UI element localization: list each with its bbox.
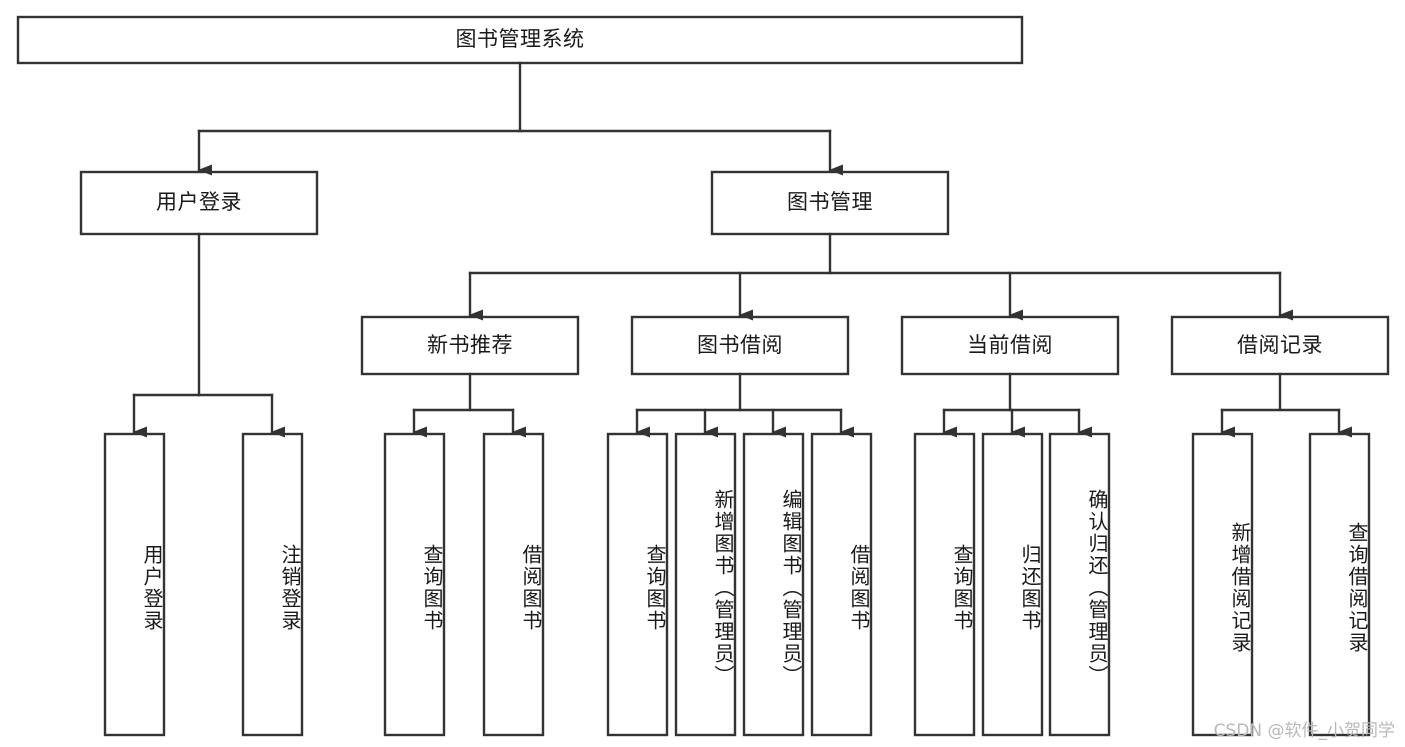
node-leaf-box[interactable] xyxy=(913,432,976,737)
node-leaf-box[interactable] xyxy=(241,432,304,737)
node-new-book-rec-box[interactable] xyxy=(360,315,580,376)
node-leaf-box[interactable] xyxy=(742,432,805,737)
node-leaf-box[interactable] xyxy=(103,432,166,737)
node-leaf-box[interactable] xyxy=(1191,432,1254,737)
node-book-borrow-box[interactable] xyxy=(630,315,850,376)
node-leaf-box[interactable] xyxy=(482,432,545,737)
csdn-watermark: CSDN @软件_小贺同学 xyxy=(1213,721,1395,741)
node-root-box[interactable] xyxy=(16,15,1024,65)
node-book-manage-box[interactable] xyxy=(710,170,950,236)
node-leaf-box[interactable] xyxy=(606,432,669,737)
node-leaf-box[interactable] xyxy=(674,432,737,737)
node-borrow-record-box[interactable] xyxy=(1170,315,1390,376)
node-leaf-box[interactable] xyxy=(810,432,873,737)
node-user-login-box[interactable] xyxy=(79,170,319,236)
node-current-borrow-box[interactable] xyxy=(900,315,1120,376)
node-leaf-box[interactable] xyxy=(981,432,1044,737)
node-leaf-box[interactable] xyxy=(1308,432,1371,737)
node-leaf-box[interactable] xyxy=(1048,432,1111,737)
node-leaf-box[interactable] xyxy=(383,432,446,737)
